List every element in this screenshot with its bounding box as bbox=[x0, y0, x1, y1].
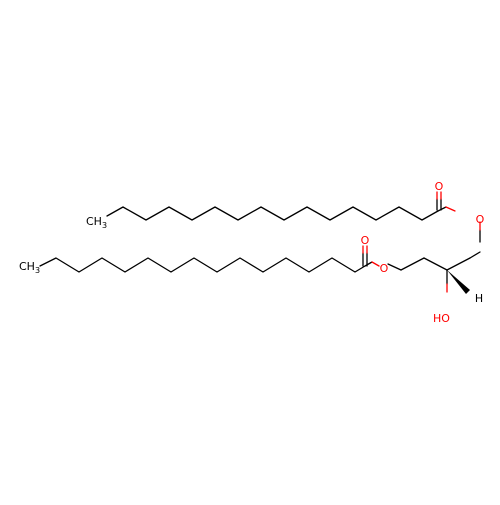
methyl-bottom-label: CH3 bbox=[19, 260, 40, 275]
bottom-ester-bond-black bbox=[364, 261, 373, 267]
top-ester-bond-red bbox=[445, 206, 456, 212]
glycerol-bond-3 bbox=[423, 257, 448, 271]
stereo-h-label: H bbox=[475, 292, 483, 305]
top-ester-bond-black bbox=[437, 206, 447, 212]
glycerol-bond-1 bbox=[387, 263, 402, 271]
carbonyl-o-top-label: O bbox=[435, 180, 444, 193]
methyl-top-label: CH3 bbox=[86, 215, 107, 230]
hetero-bond-layer bbox=[362, 191, 481, 293]
hydroxyl-label: HO bbox=[433, 312, 450, 325]
bond-layer bbox=[39, 198, 481, 285]
ester-o-bottom-label: O bbox=[380, 262, 389, 275]
stereo-wedge bbox=[447, 270, 470, 294]
bottom-acyl-chain bbox=[39, 257, 366, 273]
glycerol-bond-2 bbox=[400, 257, 425, 271]
ester-o-top-label: O bbox=[476, 213, 485, 226]
top-acyl-chain bbox=[106, 206, 439, 221]
carbonyl-o-bottom-label: O bbox=[361, 234, 370, 247]
glycerol-bond-5 bbox=[469, 251, 481, 259]
bottom-ester-bond-red bbox=[371, 261, 380, 267]
glycerol-bond-4 bbox=[446, 257, 471, 271]
